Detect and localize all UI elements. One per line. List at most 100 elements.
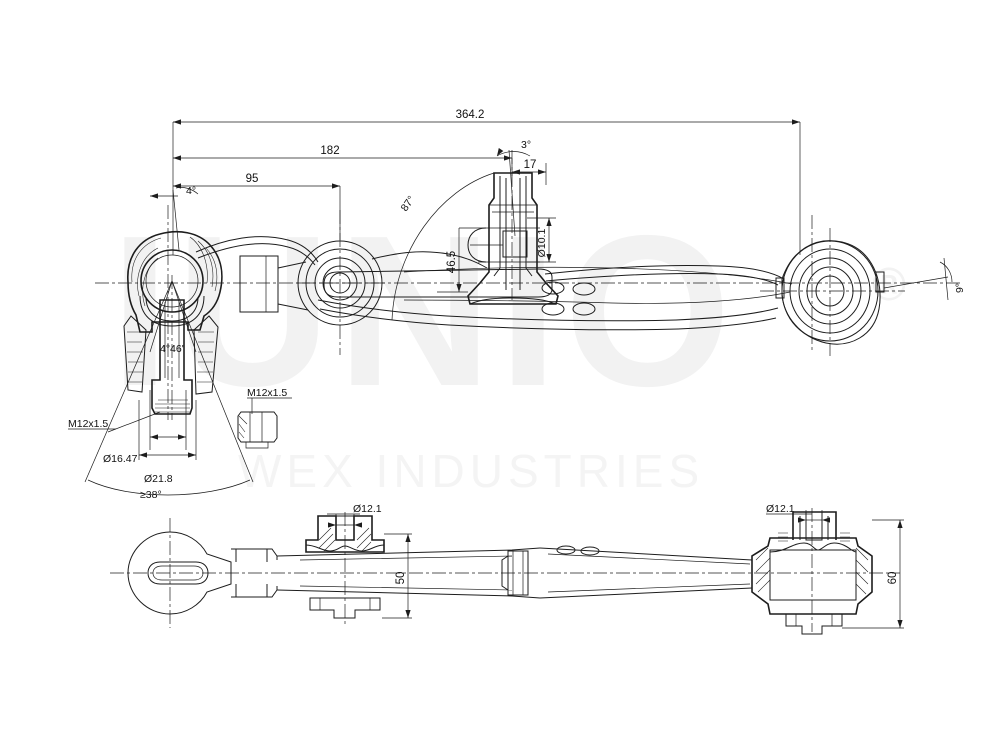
arrow-plan-d121l-a [328, 522, 336, 528]
arrow-182-r [504, 155, 512, 161]
plan-mid-seat [305, 544, 385, 552]
tilt-line-left [172, 189, 180, 251]
arm-inner-rib-bottom [403, 291, 791, 304]
arrow-plan-d121l-b [354, 522, 362, 528]
nut-base [245, 442, 269, 449]
ball-joint-assembly [123, 230, 223, 420]
arrow-218-l [139, 452, 147, 458]
plan-left-head [127, 531, 232, 615]
bracket-inner-right [525, 176, 533, 277]
arrow-1647-r [178, 434, 186, 440]
swing-line-right [171, 280, 254, 483]
arrow-17-l [512, 169, 520, 175]
plan-dimple-1 [556, 545, 576, 555]
plan-right-lower-flange [785, 613, 843, 635]
label-stud-angle: 4°46' [160, 343, 184, 355]
plan-outer-shaft-top [539, 547, 753, 561]
plan-right-flange-lines [795, 614, 833, 626]
plan-nut-flats [512, 551, 524, 595]
plan-outer-shaft-bot2 [547, 583, 751, 593]
arm-inner-rib-top [403, 266, 793, 285]
dimension-labels-main: 364.2 182 95 4° 3° 17 87° 46.5 Ø10.1 4°4… [68, 109, 966, 501]
arrow-plan-d121r-a [798, 517, 806, 523]
plan-shaft-bot [276, 589, 541, 599]
label-bore-21: Ø21.8 [144, 473, 173, 485]
ball-stud-shank [151, 299, 193, 415]
plan-collar-bot [231, 586, 278, 598]
arrow-95-r [332, 183, 340, 189]
boot-hatch-right [197, 331, 214, 383]
arrow-182-l [173, 155, 181, 161]
plan-right-bushing [751, 511, 873, 635]
nut-flats [249, 412, 263, 442]
arrow-plan-60-t [897, 520, 903, 528]
plan-shaft-bot-2 [299, 585, 513, 591]
arrow-218-r [188, 452, 196, 458]
label-bracket-angle: 3° [521, 139, 531, 151]
plan-nut-body [507, 550, 529, 596]
plan-collar-box-t [235, 549, 268, 562]
arrow-plan-50-b [405, 610, 411, 618]
bracket-tilt-line [508, 149, 516, 237]
label-left-angle: 4° [186, 185, 196, 197]
arrow-465 [456, 284, 462, 292]
dimension-lines-main [68, 119, 953, 496]
upper-bracket [467, 172, 559, 305]
arm-web-recess [323, 268, 553, 298]
arrow-364-r [792, 119, 800, 125]
label-height: 46.5 [446, 251, 458, 273]
dust-boot-left [123, 315, 147, 393]
label-bore-16: Ø16.47 [103, 453, 138, 465]
plan-dimple-2 [580, 546, 600, 556]
plan-outer-shaft-top2 [547, 553, 751, 565]
plan-right-thread-hatch [778, 532, 850, 542]
arm-bottom-edge [317, 299, 779, 322]
swing-arc [87, 479, 251, 496]
label-mid-length: 182 [320, 145, 339, 157]
plan-shaft-top [276, 547, 541, 557]
arrow-3deg [497, 148, 504, 156]
arrow-1647-l [150, 434, 158, 440]
arrow-plan-50-t [405, 534, 411, 542]
arc-4deg [175, 187, 199, 195]
plan-right-bore [805, 511, 823, 541]
bracket-web [469, 297, 557, 305]
arrow-d101-t [546, 218, 552, 226]
label-bracket-bore: Ø10.1 [536, 229, 548, 258]
arrow-17-r [538, 169, 546, 175]
housing-hatch [131, 236, 218, 307]
label-thread-left: M12x1.5 [68, 418, 108, 430]
arc-3deg [496, 151, 531, 157]
dimension-lines-plan [327, 510, 904, 629]
plan-left-oval-inner [152, 565, 204, 581]
plan-collar-top [231, 548, 278, 560]
plan-right-tower [792, 511, 837, 540]
arc-87-leader [391, 172, 495, 321]
arc-9deg [939, 261, 953, 283]
label-right-angle: 9° [954, 283, 966, 293]
boot-hatch-left [127, 331, 143, 383]
plan-nut-left [501, 555, 509, 591]
nut-hatch [238, 415, 248, 439]
plan-right-seat [769, 542, 857, 553]
ball-joint-housing-outline [127, 230, 223, 333]
plan-right-body [751, 537, 873, 615]
label-plan-50: 50 [395, 572, 407, 585]
stud-thread-hatch [155, 399, 190, 413]
label-thread-nut: M12x1.5 [247, 387, 287, 399]
plan-shaft-top-2 [299, 555, 513, 561]
bracket-inner-left [493, 176, 501, 277]
plan-left-oval-outer [147, 561, 209, 585]
dimple-4 [572, 302, 596, 316]
arrow-364-l [173, 119, 181, 125]
label-short-length: 95 [246, 173, 259, 185]
arm-upper-contour-inner [197, 243, 316, 266]
arrow-plan-60-b [897, 620, 903, 628]
swing-line-left [84, 280, 173, 483]
leader-9deg [883, 276, 949, 289]
plan-right-hatch [755, 547, 869, 595]
